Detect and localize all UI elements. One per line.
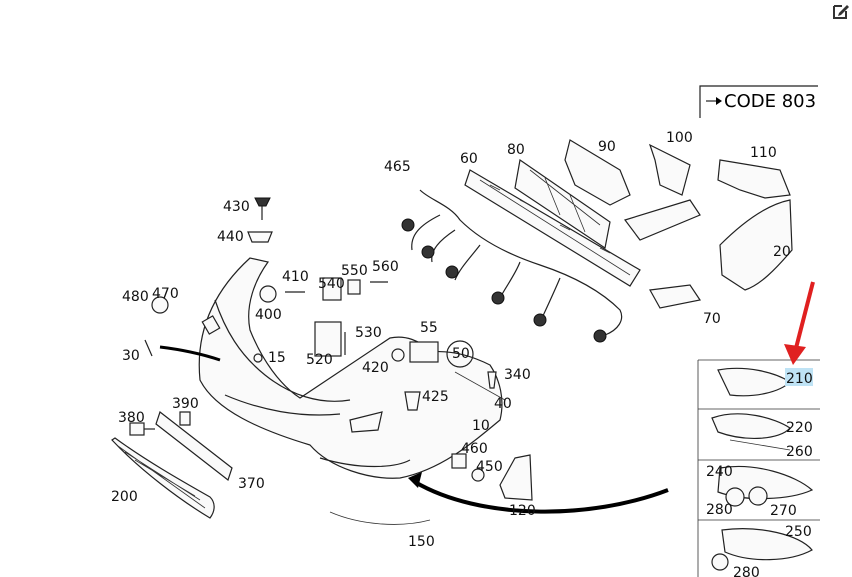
lower-grille xyxy=(111,437,215,519)
inset-parts xyxy=(711,367,814,571)
bracket-70 xyxy=(649,284,701,309)
part-label-10[interactable]: 10 xyxy=(472,418,490,434)
highlight-box xyxy=(785,368,813,386)
fasteners xyxy=(129,197,533,501)
part-label-150[interactable]: 150 xyxy=(408,534,435,550)
part-label-90[interactable]: 90 xyxy=(598,139,616,155)
part-label-250[interactable]: 250 xyxy=(785,524,812,540)
part-label-380[interactable]: 380 xyxy=(118,410,145,426)
cover-110 xyxy=(717,159,791,199)
part-label-530[interactable]: 530 xyxy=(355,325,382,341)
part-label-450[interactable]: 450 xyxy=(476,459,503,475)
part-label-80[interactable]: 80 xyxy=(507,142,525,158)
part-label-30[interactable]: 30 xyxy=(122,348,140,364)
part-label-100[interactable]: 100 xyxy=(666,130,693,146)
part-label-465[interactable]: 465 xyxy=(384,159,411,175)
code-label: CODE 803 xyxy=(724,91,816,112)
part-label-280-lower[interactable]: 280 xyxy=(733,565,760,577)
part-label-440[interactable]: 440 xyxy=(217,229,244,245)
part-label-425[interactable]: 425 xyxy=(422,389,449,405)
part-label-550[interactable]: 550 xyxy=(341,263,368,279)
part-label-280-upper[interactable]: 280 xyxy=(706,502,733,518)
detail-circle xyxy=(446,340,474,368)
edit-icon[interactable] xyxy=(832,2,850,20)
part-label-210[interactable]: 210 xyxy=(786,371,813,387)
part-label-540[interactable]: 540 xyxy=(318,276,345,292)
part-label-460[interactable]: 460 xyxy=(461,441,488,457)
part-label-50[interactable]: 50 xyxy=(452,346,470,362)
part-label-390[interactable]: 390 xyxy=(172,396,199,412)
wiring-harness xyxy=(401,189,623,343)
part-label-430[interactable]: 430 xyxy=(223,199,250,215)
part-label-400[interactable]: 400 xyxy=(255,307,282,323)
bracket-90 xyxy=(564,139,631,206)
part-label-260[interactable]: 260 xyxy=(786,444,813,460)
part-label-560[interactable]: 560 xyxy=(372,259,399,275)
part-label-240[interactable]: 240 xyxy=(706,464,733,480)
trim-strip xyxy=(329,511,431,525)
bracket-100 xyxy=(648,143,691,196)
bumper-cover xyxy=(198,257,503,479)
code-box: CODE 803 xyxy=(699,85,818,118)
part-label-220[interactable]: 220 xyxy=(786,420,813,436)
part-label-200[interactable]: 200 xyxy=(111,489,138,505)
part-label-110[interactable]: 110 xyxy=(750,145,777,161)
part-label-370[interactable]: 370 xyxy=(238,476,265,492)
part-label-520[interactable]: 520 xyxy=(306,352,333,368)
highlight-pointer xyxy=(784,281,815,365)
part-label-15[interactable]: 15 xyxy=(268,350,286,366)
part-label-410[interactable]: 410 xyxy=(282,269,309,285)
part-label-480[interactable]: 480 xyxy=(122,289,149,305)
bumper-reinforcement xyxy=(464,158,641,287)
part-label-340[interactable]: 340 xyxy=(504,367,531,383)
part-label-55[interactable]: 55 xyxy=(420,320,438,336)
bracket-inner xyxy=(624,199,701,241)
license-plate-bracket xyxy=(155,411,233,481)
part-label-470[interactable]: 470 xyxy=(152,286,179,302)
part-label-70[interactable]: 70 xyxy=(703,311,721,327)
variant-panel xyxy=(697,359,820,577)
part-label-420[interactable]: 420 xyxy=(362,360,389,376)
part-label-60[interactable]: 60 xyxy=(460,151,478,167)
part-label-120[interactable]: 120 xyxy=(509,503,536,519)
leader-arrow-30 xyxy=(159,345,221,362)
part-label-20[interactable]: 20 xyxy=(773,244,791,260)
side-panel-20 xyxy=(719,199,793,291)
part-label-40[interactable]: 40 xyxy=(494,396,512,412)
leader-arrow-grille xyxy=(413,480,669,514)
part-label-270[interactable]: 270 xyxy=(770,503,797,519)
